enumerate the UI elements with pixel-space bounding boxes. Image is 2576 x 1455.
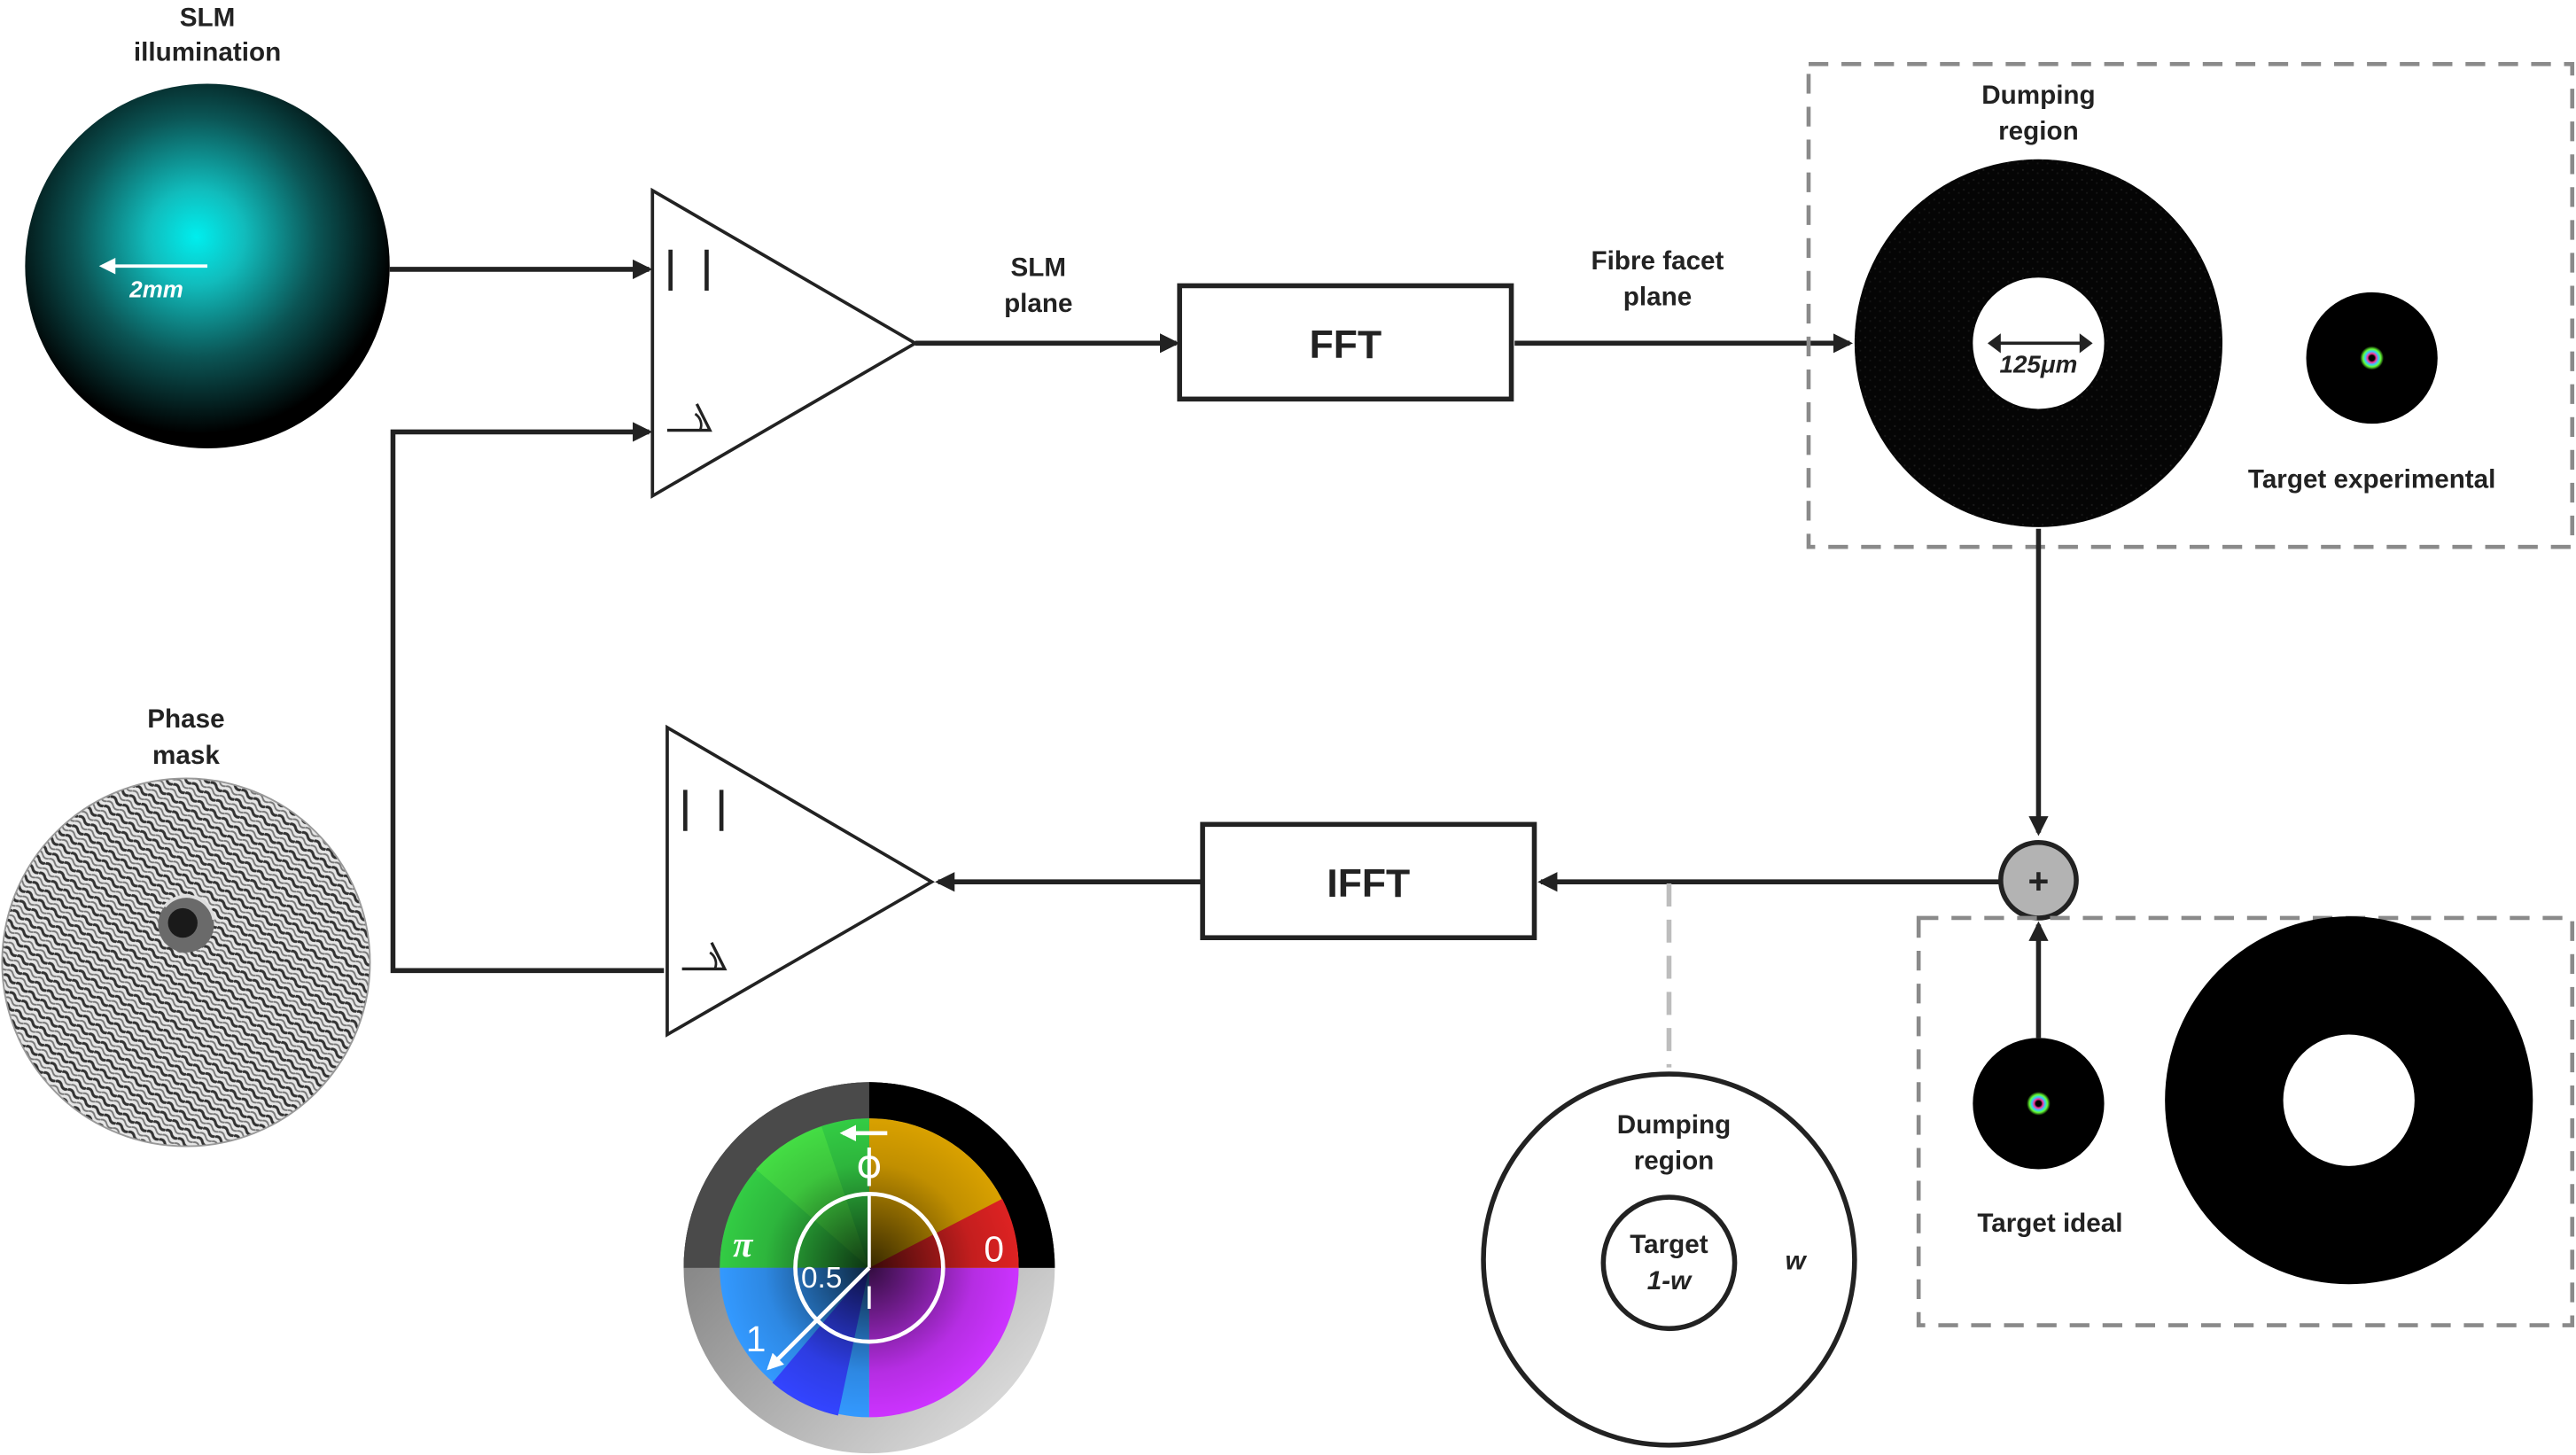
half-amplitude-label: 0.5 [801, 1262, 842, 1295]
weight-outer-value: w [1786, 1247, 1808, 1276]
lower-amplitude-phase-block [665, 724, 936, 1038]
fft-label: FFT [1310, 323, 1382, 367]
beam-scale-label: 2mm [128, 277, 183, 302]
phase-mask-image [1, 777, 371, 1148]
dumping-region-top-line2: region [1998, 117, 2079, 146]
weight-dumping-line1: Dumping [1617, 1110, 1731, 1140]
slm-illumination-title-line2: illumination [134, 38, 281, 67]
sum-symbol: + [2028, 860, 2050, 901]
fft-block [1177, 283, 1514, 402]
phase-mask-title-line2: mask [152, 741, 220, 770]
unit-amplitude-label: 1 [746, 1319, 767, 1359]
target-ideal-label: Target ideal [1977, 1209, 2122, 1238]
ifft-block [1200, 821, 1537, 940]
phase-feedback-arrow [390, 422, 665, 974]
weight-target-circle [1600, 1194, 1738, 1332]
zero-label: 0 [984, 1228, 1004, 1269]
phase-symbol: ϕ [856, 1142, 882, 1187]
core-scale-label: 125μm [2000, 351, 2078, 378]
fibre-facet-label-line2: plane [1623, 283, 1692, 312]
slm-illumination-title-line1: SLM [180, 4, 236, 33]
target-experimental-image [2306, 292, 2438, 424]
upper-amplitude-phase-block [650, 187, 919, 499]
target-ideal-image [1973, 1038, 2105, 1170]
experimental-output-box [1806, 61, 2575, 549]
phase-mask-title-line1: Phase [147, 704, 224, 734]
pi-label: π [733, 1225, 754, 1264]
ideal-dumping-region-image [2165, 916, 2533, 1285]
target-experimental-label: Target experimental [2248, 464, 2495, 494]
dumping-region-top-line1: Dumping [1981, 81, 2095, 110]
complex-colour-wheel [683, 1082, 1055, 1454]
weight-dumping-line2: region [1634, 1147, 1715, 1176]
sum-node [1998, 839, 2079, 921]
slm-plane-label-line2: plane [1004, 289, 1072, 318]
ifft-label: IFFT [1327, 862, 1410, 906]
ideal-target-box [1916, 915, 2575, 1327]
slm-plane-label-line1: SLM [1011, 253, 1067, 282]
weight-target-value: 1-w [1647, 1266, 1693, 1295]
fibre-facet-label-line1: Fibre facet [1592, 246, 1724, 276]
amplitude-symbol: I [865, 1279, 874, 1316]
weight-target-line1: Target [1630, 1230, 1708, 1259]
